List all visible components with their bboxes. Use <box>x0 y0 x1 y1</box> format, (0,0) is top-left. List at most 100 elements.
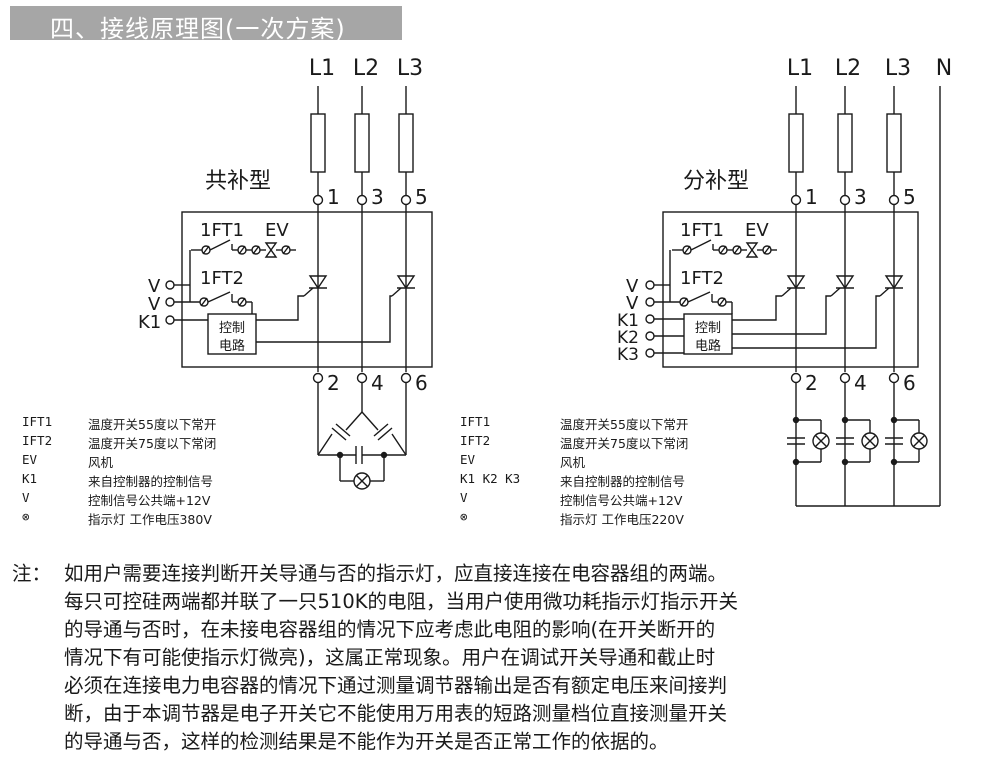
legend-right-desc: 控制信号公共端+12V <box>560 493 683 508</box>
input-v1-label: V <box>148 276 161 297</box>
legend-left-desc: 温度开关55度以下常开 <box>88 417 217 432</box>
module-box-left <box>181 211 433 368</box>
legend-left: IFT1 温度开关55度以下常开 IFT2 温度开关75度以下常闭 EV 风机 K1 来… <box>22 414 322 534</box>
terminal-label-3: 3 <box>371 185 384 209</box>
terminal-label-6: 6 <box>415 371 428 395</box>
legend-right-symbol: ⊗ <box>460 509 468 524</box>
legend-right: IFT1 温度开关55度以下常开 IFT2 温度开关75度以下常闭 EV 风机 K1 … <box>460 414 760 534</box>
fuse-l3 <box>398 113 414 173</box>
legend-right-symbol: IFT2 <box>460 433 491 448</box>
legend-left-symbol: EV <box>22 452 38 467</box>
legend-right-desc: 风机 <box>560 455 586 470</box>
legend-right-desc: 来自控制器的控制信号 <box>560 474 686 489</box>
thyristor-r-l1 <box>781 275 806 297</box>
capacitor-group-l3 <box>885 383 928 506</box>
terminal-label-2: 2 <box>327 371 340 395</box>
input-r-v1-label: V <box>626 276 639 297</box>
type-label-left: 共补型 <box>205 169 271 194</box>
phase-label-r-n: N <box>936 56 952 81</box>
terminal-label-1: 1 <box>327 185 340 209</box>
thyristor-r-l3 <box>879 275 904 297</box>
note-prefix: 注： <box>12 562 52 585</box>
input-r-k1-label: K1 <box>617 311 639 331</box>
legend-left-desc: 控制信号公共端+12V <box>88 493 211 508</box>
legend-left-desc: 温度开关75度以下常闭 <box>88 436 217 451</box>
terminal-r-label-5: 5 <box>903 185 916 209</box>
input-v2-terminal <box>165 297 175 307</box>
fuse-r-l1 <box>788 113 804 173</box>
input-r-k3-label: K3 <box>617 345 639 365</box>
legend-left-symbol: IFT1 <box>22 414 53 429</box>
input-r-v2-label: V <box>626 293 639 314</box>
wiring-diagrams: L1 L2 L3 1 3 5 共补型 1FT1 EV <box>138 56 952 507</box>
switch-1ft1-label: 1FT1 <box>200 220 244 241</box>
input-k1-label: K1 <box>138 312 161 333</box>
thyristor-l1 <box>303 275 328 297</box>
phase-label-l1: L1 <box>309 56 335 81</box>
terminal-2 <box>312 372 324 384</box>
legend-left-symbol: IFT2 <box>22 433 53 448</box>
legend-right-symbol: EV <box>460 452 476 467</box>
fan-r-ev-label: EV <box>745 220 769 241</box>
note-line: 必须在连接电力电容器的情况下通过测量调节器输出是否有额定电压来间接判 <box>64 674 728 697</box>
terminal-1 <box>312 194 324 206</box>
input-v2-label: V <box>148 294 161 315</box>
terminal-3 <box>356 194 368 206</box>
fan-r-ev-symbol <box>745 242 759 258</box>
input-v1-terminal <box>165 280 175 290</box>
terminal-r-label-6: 6 <box>903 371 916 395</box>
module-box-right <box>662 211 919 368</box>
capacitor-group-l2 <box>836 383 879 506</box>
delta-capacitor-bank <box>317 383 407 490</box>
input-k1-terminal <box>165 315 175 325</box>
section-banner <box>10 6 402 40</box>
fan-ev-symbol <box>264 242 278 258</box>
terminal-6 <box>400 372 412 384</box>
terminal-label-4: 4 <box>371 371 384 395</box>
fan-ev-label: EV <box>265 220 289 241</box>
capacitor-group-l1 <box>787 383 830 506</box>
control-circuit-left <box>207 313 257 355</box>
legend-left-desc: 指示灯 工作电压380V <box>88 512 212 527</box>
note-line: 情况下有可能使指示灯微亮)，这属正常现象。用户在调试开关导通和截止时 <box>64 646 716 669</box>
terminal-5 <box>400 194 412 206</box>
phase-label-l3: L3 <box>397 56 423 81</box>
terminal-r-label-3: 3 <box>854 185 867 209</box>
note-line: 的导通与否时，在未接电容器组的情况下应考虑此电阻的影响(在开关断开的 <box>64 618 716 641</box>
control-r-label-1: 控制 <box>695 321 721 336</box>
legend-left-symbol: ⊗ <box>22 509 30 524</box>
section-title: 四、接线原理图(一次方案) <box>50 15 346 43</box>
terminal-4 <box>356 372 368 384</box>
terminal-r-label-1: 1 <box>805 185 818 209</box>
legend-right-desc: 温度开关75度以下常闭 <box>560 436 689 451</box>
phase-label-r-l2: L2 <box>835 56 861 81</box>
legend-left-desc: 来自控制器的控制信号 <box>88 474 214 489</box>
legend-right-symbol: IFT1 <box>460 414 491 429</box>
legend-right-desc: 指示灯 工作电压220V <box>560 512 684 527</box>
control-label-2: 电路 <box>219 338 245 354</box>
legend-right-desc: 温度开关55度以下常开 <box>560 417 689 432</box>
switch-r-1ft1-label: 1FT1 <box>680 220 724 241</box>
switch-r-1ft2-label: 1FT2 <box>680 268 724 289</box>
legend-right-symbol: V <box>460 490 468 505</box>
fuse-l2 <box>354 113 370 173</box>
terminal-r-label-2: 2 <box>805 371 818 395</box>
terminal-label-5: 5 <box>415 185 428 209</box>
diagram-right: L1 L2 L3 N 1 3 5 分补型 1FT1 EV <box>617 56 952 507</box>
thyristor-r-l2 <box>830 275 855 297</box>
note-line: 每只可控硅两端都并联了一只510K的电阻，当用户使用微功耗指示灯指示开关 <box>64 590 739 613</box>
diagram-left: L1 L2 L3 1 3 5 共补型 1FT1 EV <box>138 56 433 490</box>
note-line: 的导通与否，这样的检测结果是不能作为开关是否正常工作的依据的。 <box>64 730 669 753</box>
thyristor-l3 <box>391 275 416 297</box>
control-label-1: 控制 <box>219 321 245 336</box>
fuse-r-l2 <box>837 113 853 173</box>
legend-left-symbol: K1 <box>22 471 38 486</box>
phase-label-l2: L2 <box>353 56 379 81</box>
note-line: 断，由于本调节器是电子开关它不能使用万用表的短路测量档位直接测量开关 <box>64 702 728 725</box>
phase-label-r-l1: L1 <box>787 56 813 81</box>
legend-right-symbol: K1 K2 K3 <box>460 471 521 486</box>
type-label-right: 分补型 <box>683 169 749 194</box>
legend-left-desc: 风机 <box>88 455 114 470</box>
switch-1ft2-label: 1FT2 <box>200 268 244 289</box>
legend-left-symbol: V <box>22 490 30 505</box>
